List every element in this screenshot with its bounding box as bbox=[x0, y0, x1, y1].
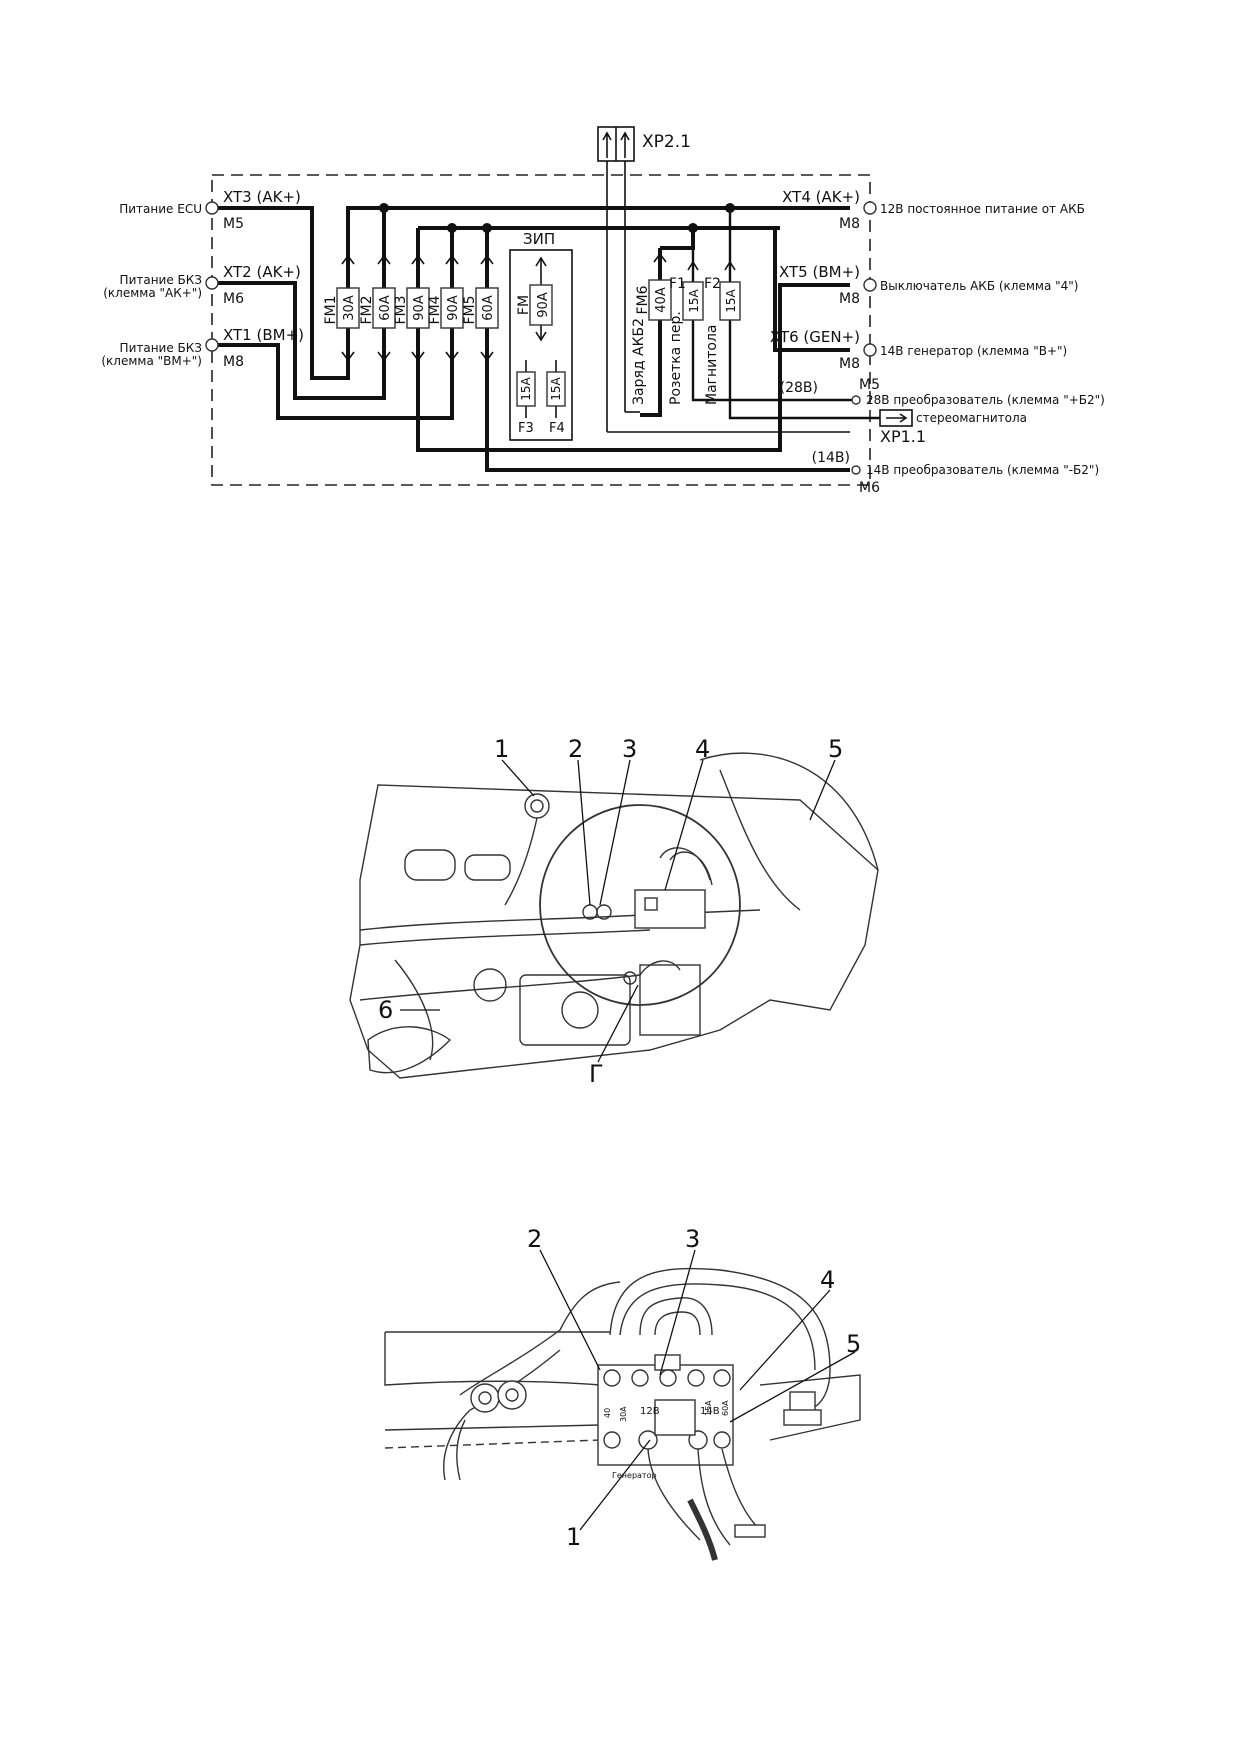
spares-title: ЗИП bbox=[523, 230, 555, 248]
connector-right-label: XP1.1 bbox=[880, 427, 926, 446]
fuse-fm2-rating: 60A bbox=[378, 295, 393, 321]
terminal-xt5-stud: M8 bbox=[839, 291, 860, 307]
branch-charge-label: Заряд АКБ2 bbox=[631, 318, 647, 405]
mid-callout-2: 2 bbox=[568, 735, 583, 763]
output-28v-tag: (28В) bbox=[780, 380, 818, 396]
spare-fm-rating: 90A bbox=[536, 292, 551, 318]
fuse-fm5-name: FM5 bbox=[462, 295, 478, 324]
fuse-fm6-name: FM6 bbox=[635, 285, 651, 314]
spare-f3-rating: 15A bbox=[519, 376, 533, 400]
output-14v-stud: M6 bbox=[859, 480, 880, 496]
bot-callout-5: 5 bbox=[846, 1330, 861, 1358]
fuse-fm3-name: FM3 bbox=[393, 295, 409, 324]
enclosure-outline bbox=[211, 174, 871, 486]
connector-top-label: XP2.1 bbox=[642, 132, 691, 152]
bot-callout-1: 1 bbox=[566, 1523, 581, 1551]
fuse-fm1-rating: 30A bbox=[342, 295, 357, 321]
terminal-xt3: XT3 (AK+) M5 Питание ECU bbox=[119, 188, 301, 232]
terminal-xt4-id: XT4 (AK+) bbox=[782, 188, 860, 206]
output-14v: (14В) 14В преобразователь (клемма "-Б2")… bbox=[812, 450, 1099, 496]
bot-callout-3: 3 bbox=[685, 1225, 700, 1253]
output-14v-signal: 14В преобразователь (клемма "-Б2") bbox=[866, 463, 1099, 477]
block-gen-label: Генератор bbox=[612, 1471, 657, 1480]
terminal-xt5: XT5 (BM+) M8 Выключатель АКБ (клемма "4"… bbox=[779, 263, 1079, 307]
terminal-xt6-id: XT6 (GEN+) bbox=[770, 328, 860, 346]
terminal-xt1-signal-2: (клемма "ВМ+") bbox=[101, 354, 202, 368]
block-14v-label: 14В bbox=[700, 1406, 720, 1417]
fuse-fm2-name: FM2 bbox=[359, 295, 375, 324]
fuse-fm3: FM3 90A bbox=[393, 254, 430, 362]
fuse-block-closeup: 12В 14В 40 30A 15A 60A Генератор 2 3 4 5… bbox=[384, 1225, 861, 1561]
mid-callout-3: 3 bbox=[622, 735, 637, 763]
fuse-fm6: FM6 40A bbox=[635, 252, 672, 321]
fuse-fm5-rating: 60A bbox=[481, 295, 496, 321]
fuse-fm6-rating: 40A bbox=[654, 287, 669, 313]
branch-socket-label: Розетка пер. bbox=[668, 311, 684, 405]
mid-callout-g: Г bbox=[589, 1060, 604, 1088]
block-12v-label: 12В bbox=[640, 1406, 660, 1417]
output-28v: (28В) M5 28В преобразователь (клемма "+Б… bbox=[780, 377, 1105, 407]
spare-f3-name: F3 bbox=[518, 421, 534, 436]
spare-f4-rating: 15A bbox=[549, 376, 563, 400]
terminal-xt2-signal-2: (клемма "АК+") bbox=[103, 286, 202, 300]
fuse-fm1-name: FM1 bbox=[323, 295, 339, 324]
fuse-fm4-rating: 90A bbox=[446, 295, 461, 321]
output-stereo-label: стереомагнитола bbox=[916, 411, 1027, 425]
terminal-xt3-id: XT3 (AK+) bbox=[223, 188, 301, 206]
terminal-xt1-id: XT1 (BM+) bbox=[223, 326, 304, 344]
spare-f4-name: F4 bbox=[549, 421, 565, 436]
mid-callout-4: 4 bbox=[695, 735, 710, 763]
fuse-f2-rating: 15A bbox=[724, 288, 738, 312]
block-fuse-d: 60A bbox=[721, 1400, 730, 1416]
connector-xp2-1: XP2.1 bbox=[597, 126, 691, 432]
mid-callout-5: 5 bbox=[828, 735, 843, 763]
engine-bay-view: 1 2 3 4 5 6 Г bbox=[349, 735, 879, 1088]
terminal-xt2: XT2 (AK+) M6 Питание БКЗ (клемма "АК+") bbox=[103, 263, 301, 307]
spare-fm-label: FM bbox=[516, 295, 532, 315]
terminal-xt2-id: XT2 (AK+) bbox=[223, 263, 301, 281]
spares-box: ЗИП FM 90A 15A 15A F3 F4 bbox=[509, 230, 573, 441]
terminal-xt3-signal: Питание ECU bbox=[119, 202, 202, 216]
fuse-fm5: FM5 60A bbox=[462, 254, 499, 362]
terminal-xt1: XT1 (BM+) M8 Питание БКЗ (клемма "ВМ+") bbox=[101, 326, 304, 370]
fuse-f1-rating: 15A bbox=[687, 288, 701, 312]
terminal-xt2-signal-1: Питание БКЗ bbox=[120, 273, 202, 287]
power-wiring bbox=[212, 203, 880, 472]
output-14v-tag: (14В) bbox=[812, 450, 850, 466]
mid-callout-6: 6 bbox=[378, 996, 393, 1024]
output-28v-stud: M5 bbox=[859, 377, 880, 393]
bot-callout-4: 4 bbox=[820, 1266, 835, 1294]
terminal-xt6-signal: 14В генератор (клемма "В+") bbox=[880, 344, 1067, 358]
fuse-fm2: FM2 60A bbox=[359, 254, 396, 362]
terminal-xt4: XT4 (AK+) M8 12В постоянное питание от А… bbox=[782, 188, 1085, 232]
terminal-xt5-signal: Выключатель АКБ (клемма "4") bbox=[880, 279, 1079, 293]
mid-callout-1: 1 bbox=[494, 735, 509, 763]
fuse-fm4-name: FM4 bbox=[427, 295, 443, 324]
block-fuse-b: 30A bbox=[619, 1406, 628, 1422]
terminal-xt6: XT6 (GEN+) M8 14В генератор (клемма "В+"… bbox=[770, 328, 1067, 372]
fuse-f1-name: F1 bbox=[669, 276, 686, 292]
terminal-xt3-stud: M5 bbox=[223, 216, 244, 232]
terminal-xt6-stud: M8 bbox=[839, 356, 860, 372]
terminal-xt4-signal: 12В постоянное питание от АКБ bbox=[880, 202, 1085, 216]
output-28v-signal: 28В преобразователь (клемма "+Б2") bbox=[866, 393, 1105, 407]
fuse-f2: F2 15A bbox=[704, 260, 741, 321]
fuse-fm4: FM4 90A bbox=[427, 254, 464, 362]
fuse-f1: F1 15A bbox=[669, 260, 704, 321]
connector-xp1-1: стереомагнитола XP1.1 bbox=[879, 409, 1027, 446]
branch-radio-label: Магнитола bbox=[704, 324, 720, 405]
block-fuse-a: 40 bbox=[603, 1408, 612, 1418]
terminal-xt2-stud: M6 bbox=[223, 291, 244, 307]
terminal-xt1-stud: M8 bbox=[223, 354, 244, 370]
fuse-fm1: FM1 30A bbox=[323, 254, 360, 362]
block-fuse-c: 15A bbox=[704, 1400, 713, 1416]
terminal-xt1-signal-1: Питание БКЗ bbox=[120, 341, 202, 355]
bot-callout-2: 2 bbox=[527, 1225, 542, 1253]
fuse-f2-name: F2 bbox=[704, 276, 721, 292]
terminal-xt4-stud: M8 bbox=[839, 216, 860, 232]
fuse-fm3-rating: 90A bbox=[412, 295, 427, 321]
terminal-xt5-id: XT5 (BM+) bbox=[779, 263, 860, 281]
fuse-block-schematic: XP2.1 ЗИП FM 90A 15A 15A F3 F4 bbox=[101, 126, 1105, 496]
